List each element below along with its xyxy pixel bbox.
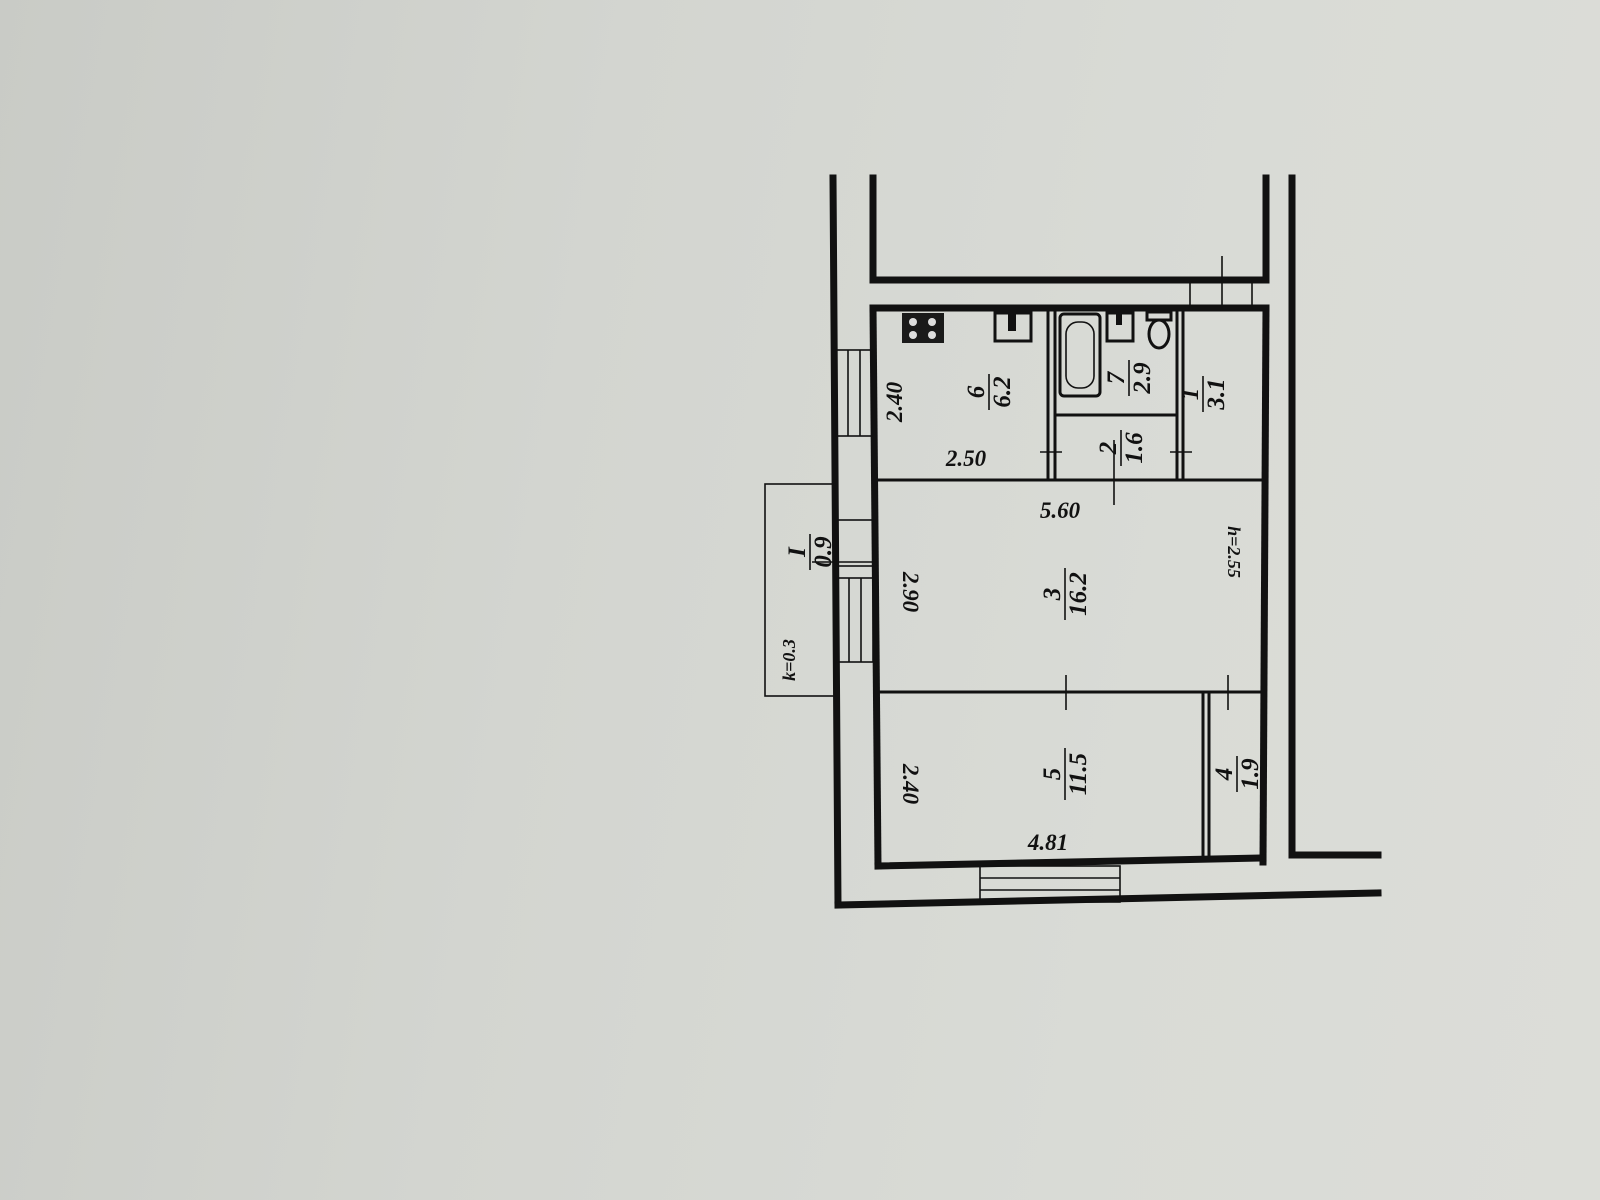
room-1-area: 3.1 xyxy=(1203,378,1230,410)
room-4-label: 4 1.9 xyxy=(1211,756,1264,792)
room-3-number: 3 xyxy=(1039,588,1066,602)
room-5-number: 5 xyxy=(1039,768,1066,781)
bathtub-icon xyxy=(1058,312,1102,398)
room-labels: 1 3.1 2 1.6 3 16.2 4 1.9 5 11.5 6 6.2 xyxy=(779,360,1264,800)
kitchen-height-dim: 2.40 xyxy=(882,381,907,423)
room-5-label: 5 11.5 xyxy=(1039,748,1092,800)
balcony-coefficient: k=0.3 xyxy=(779,639,799,681)
balcony-number: I xyxy=(784,546,811,558)
window-bedroom xyxy=(979,865,1121,903)
dimension-ticks xyxy=(1040,440,1229,710)
stove-icon xyxy=(902,313,944,343)
room-3-label: 3 16.2 xyxy=(1039,568,1092,620)
room-6-area: 6.2 xyxy=(989,376,1016,407)
toilet-icon xyxy=(1145,310,1173,350)
room-1-label: 1 3.1 xyxy=(1177,376,1230,412)
room-2-label: 2 1.6 xyxy=(1095,430,1148,466)
bedroom-width-dim: 2.40 xyxy=(898,763,923,805)
room-6-number: 6 xyxy=(963,385,990,398)
room-7-number: 7 xyxy=(1103,370,1130,384)
room-2-area: 1.6 xyxy=(1121,432,1148,464)
dimension-labels: 2.40 2.50 5.60 2.90 h=2.55 2.40 4.81 xyxy=(882,381,1244,855)
room-3-area: 16.2 xyxy=(1065,572,1092,616)
hall-length-dim: 5.60 xyxy=(1040,498,1081,523)
hall-width-dim: 2.90 xyxy=(898,571,923,613)
room-1-number: 1 xyxy=(1177,388,1204,401)
room-2-number: 2 xyxy=(1095,442,1122,456)
room-4-area: 1.9 xyxy=(1237,758,1264,790)
sink-icon xyxy=(993,311,1033,343)
ceiling-height-dim: h=2.55 xyxy=(1224,526,1244,578)
room-7-area: 2.9 xyxy=(1129,362,1156,395)
window-living-room xyxy=(836,519,874,663)
balcony-area: 0.9 xyxy=(810,536,837,568)
balcony-label: I 0.9 xyxy=(784,534,837,570)
room-4-number: 4 xyxy=(1211,768,1238,782)
kitchen-width-dim: 2.50 xyxy=(945,446,987,471)
balcony xyxy=(764,483,876,697)
room-5-area: 11.5 xyxy=(1065,753,1092,795)
washbasin-icon xyxy=(1105,311,1135,343)
bedroom-length-dim: 4.81 xyxy=(1027,830,1068,855)
room-7-label: 7 2.9 xyxy=(1103,360,1156,396)
room-6-label: 6 6.2 xyxy=(963,374,1016,410)
entrance-door xyxy=(1189,256,1253,308)
window-kitchen xyxy=(835,349,873,437)
